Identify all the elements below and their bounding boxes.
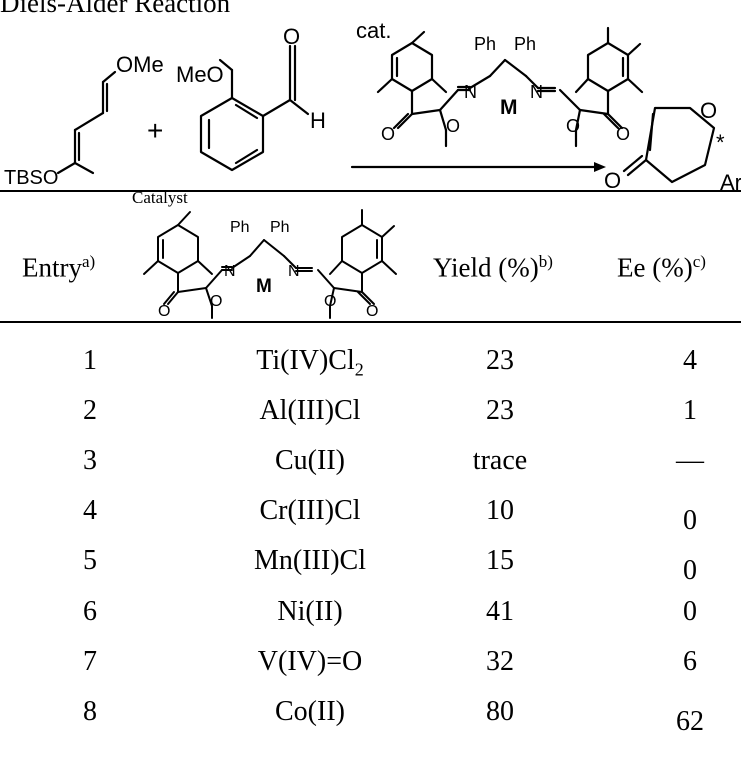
table-row: 8 Co(II) 80 62	[0, 696, 741, 748]
header-catalyst-label: Catalyst	[132, 188, 188, 207]
cell-entry: 2	[83, 395, 97, 426]
catalyst-cat-label: cat.	[356, 18, 391, 43]
catalyst-ph-right: Ph	[514, 34, 536, 54]
cell-yield: 41	[486, 596, 514, 627]
diene-tbso-label: TBSO	[4, 167, 58, 189]
product-o-ring: O	[700, 98, 717, 123]
cell-metal: Ni(II)	[277, 596, 343, 627]
table-row: 1 Ti(IV)Cl2 23 4	[0, 345, 741, 397]
cell-metal: Co(II)	[275, 696, 345, 727]
aldehyde-o-label: O	[283, 24, 300, 49]
catalyst-o-ketone-right: O	[616, 124, 630, 144]
cell-ee: 6	[683, 646, 697, 677]
catalyst-o-ketone-left: O	[381, 124, 395, 144]
no-value-dash: —	[676, 445, 704, 476]
cell-entry: 4	[83, 495, 97, 526]
cell-yield: 23	[486, 395, 514, 426]
cell-ee: 0	[683, 505, 697, 536]
product-structure	[622, 106, 716, 184]
table-header: Entrya) Catalyst	[0, 188, 741, 320]
cell-ee: 1	[683, 395, 697, 426]
diene-ome-label: OMe	[116, 52, 164, 77]
catalyst-o-left: O	[446, 116, 460, 136]
cell-ee: 0	[683, 555, 697, 586]
cell-yield: 15	[486, 545, 514, 576]
header-o-right: O	[324, 293, 336, 310]
cell-yield: trace	[472, 445, 528, 476]
header-catalyst-structure: Ph Ph N N M O O O O	[143, 209, 397, 319]
catalyst-m-label: M	[500, 96, 518, 119]
header-o-ketone-left: O	[158, 303, 170, 319]
catalyst-ph-left: Ph	[474, 34, 496, 54]
diene-structure	[56, 70, 117, 175]
header-m-label: M	[256, 276, 272, 297]
cell-entry: 5	[83, 545, 97, 576]
cell-entry: 6	[83, 596, 97, 627]
cell-yield: 32	[486, 646, 514, 677]
cell-ee: 0	[683, 596, 697, 627]
catalyst-n-left: N	[464, 82, 477, 102]
catalyst-structure	[376, 26, 644, 148]
catalyst-n-right: N	[530, 82, 543, 102]
cell-metal: Cu(II)	[275, 445, 345, 476]
header-yield: Yield (%)b)	[433, 252, 553, 283]
product-o-ketone: O	[604, 168, 621, 193]
header-n-right: N	[288, 263, 300, 280]
header-o-ketone-right: O	[366, 303, 378, 319]
cell-metal: Ti(IV)Cl2	[256, 345, 364, 380]
aldehyde-h-label: H	[310, 108, 326, 133]
cell-ee: 4	[683, 345, 697, 376]
product-ar: Ar	[720, 170, 741, 195]
table-row: 3 Cu(II) trace —	[0, 445, 741, 497]
cell-ee: —	[640, 445, 740, 477]
header-ph-right: Ph	[270, 219, 290, 236]
cell-entry: 7	[83, 646, 97, 677]
cell-metal: Mn(III)Cl	[254, 545, 366, 576]
header-o-left: O	[210, 293, 222, 310]
product-star: *	[716, 130, 725, 155]
reaction-scheme: OMe TBSO + MeO O H cat. Ph Ph N N M O O …	[4, 18, 741, 195]
header-n-left: N	[224, 263, 236, 280]
table-row: 4 Cr(III)Cl 10 0	[0, 495, 741, 547]
table-row: 7 V(IV)=O 32 6	[0, 646, 741, 698]
table-header-rule	[0, 321, 741, 323]
table-row: 2 Al(III)Cl 23 1	[0, 395, 741, 447]
cell-ee: 62	[676, 706, 704, 737]
table-row: 5 Mn(III)Cl 15 0	[0, 545, 741, 597]
cell-yield: 80	[486, 696, 514, 727]
header-ee: Ee (%)c)	[617, 252, 706, 283]
aldehyde-meo-label: MeO	[176, 62, 224, 87]
cell-yield: 23	[486, 345, 514, 376]
header-ph-left: Ph	[230, 219, 250, 236]
cell-yield: 10	[486, 495, 514, 526]
catalyst-o-right: O	[566, 116, 580, 136]
cell-entry: 8	[83, 696, 97, 727]
header-entry: Entrya)	[22, 252, 96, 283]
cell-entry: 3	[83, 445, 97, 476]
cell-metal: Cr(III)Cl	[259, 495, 361, 526]
cell-metal: Al(III)Cl	[259, 395, 361, 426]
table-row: 6 Ni(II) 41 0	[0, 596, 741, 648]
cell-metal: V(IV)=O	[257, 646, 363, 677]
plus-sign: +	[147, 115, 163, 146]
scheme-title: Diels-Alder Reaction	[0, 0, 231, 18]
cell-entry: 1	[83, 345, 97, 376]
table-top-rule	[0, 190, 741, 192]
aldehyde-structure	[199, 44, 310, 172]
